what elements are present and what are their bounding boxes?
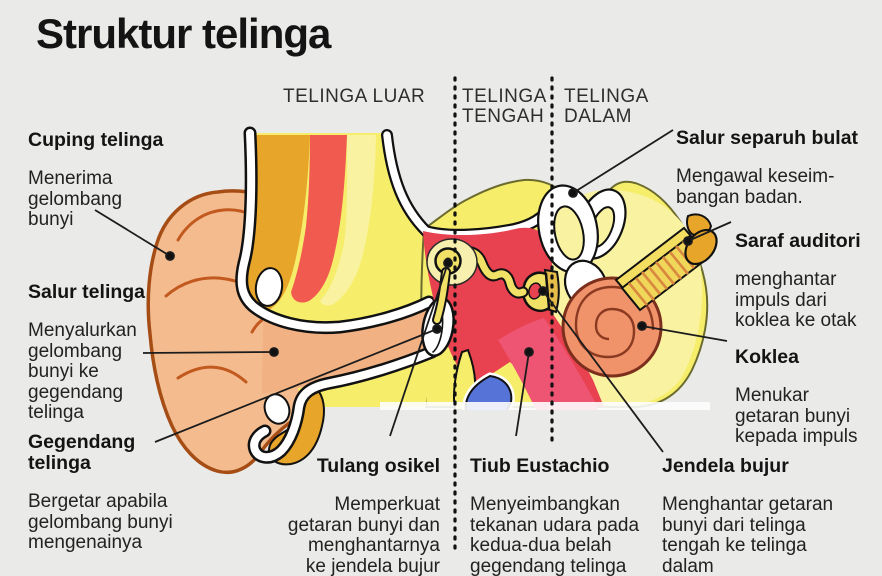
section-telinga-tengah: TELINGA TENGAH <box>462 86 547 127</box>
label-desc: menghantar impuls dari koklea ke otak <box>735 269 857 331</box>
bone-lining-bands <box>235 126 557 464</box>
label-desc: Menyalurkan gelombang bunyi ke gegendang… <box>28 320 137 423</box>
section-telinga-luar: TELINGA LUAR <box>283 86 426 107</box>
label-salur-separuh-bulat: Salur separuh bulat Mengawal keseim- ban… <box>676 110 858 226</box>
label-title: Salur telinga <box>28 281 146 303</box>
label-saraf-auditori: Saraf auditori menghantar impuls dari ko… <box>735 213 861 350</box>
label-title: Salur separuh bulat <box>676 127 859 149</box>
section-dividers <box>453 76 554 552</box>
label-gegendang-telinga: Gegendang telinga Bergetar apabila gelom… <box>28 414 173 572</box>
label-desc: Menerima gelombang bunyi <box>28 168 123 230</box>
label-title: Tulang osikel <box>316 455 440 477</box>
label-salur-telinga: Salur telinga Menyalurkan gelombang buny… <box>28 264 145 442</box>
label-title: Saraf auditori <box>735 230 861 252</box>
label-tiub-eustachio: Tiub Eustachio Menyeimbangkan tekanan ud… <box>470 438 639 576</box>
label-title: Koklea <box>735 346 799 368</box>
label-title: Gegendang telinga <box>28 431 136 474</box>
label-desc: Memperkuat getaran bunyi dan menghantarn… <box>287 494 440 576</box>
label-desc: Menghantar getaran bunyi dari telinga te… <box>662 494 834 576</box>
pointer-lines <box>94 129 732 453</box>
label-title: Jendela bujur <box>662 455 789 477</box>
label-tulang-osikel: Tulang osikel Memperkuat getaran bunyi d… <box>240 438 440 576</box>
label-desc: Menukar getaran bunyi kepada impuls <box>735 385 858 447</box>
label-cuping-telinga: Cuping telinga Menerima gelombang bunyi <box>28 112 163 249</box>
page-title: Struktur telinga <box>36 10 331 57</box>
label-desc: Bergetar apabila gelombang bunyi mengena… <box>28 491 173 553</box>
label-title: Tiub Eustachio <box>470 455 610 477</box>
label-title: Cuping telinga <box>28 129 164 151</box>
label-koklea: Koklea Menukar getaran bunyi kepada impu… <box>735 329 858 466</box>
label-desc: Menyeimbangkan tekanan udara pada kedua-… <box>470 494 640 576</box>
cut-edge <box>380 402 710 411</box>
eustachian-tube <box>498 318 598 410</box>
section-telinga-dalam: TELINGA DALAM <box>564 86 649 127</box>
cut-cover <box>336 410 882 576</box>
air-cell-upper <box>254 267 284 307</box>
label-jendela-bujur: Jendela bujur Menghantar getaran bunyi d… <box>662 438 833 576</box>
label-desc: Mengawal keseim- bangan badan. <box>676 166 835 208</box>
